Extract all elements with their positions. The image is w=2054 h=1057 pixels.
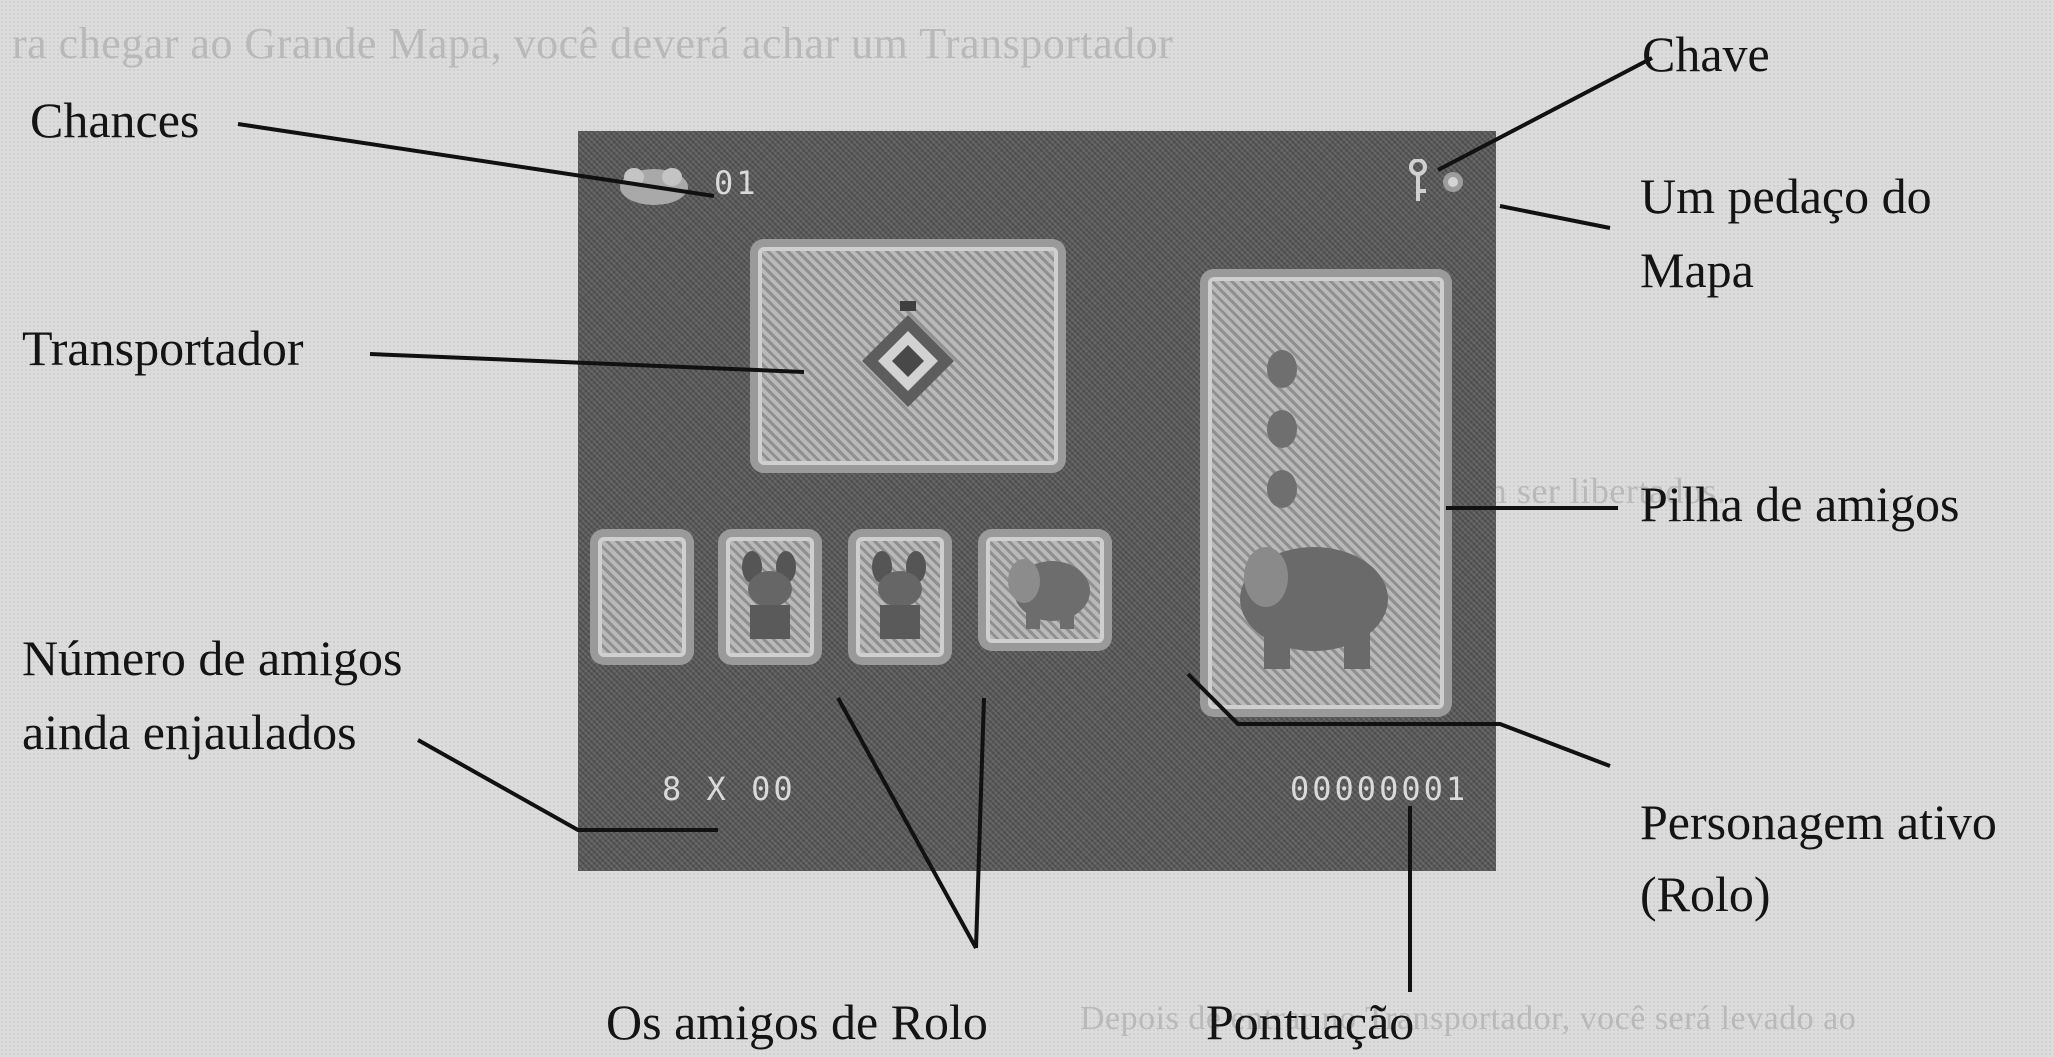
leader-amigos-b [974, 697, 986, 949]
transporter-icon [862, 301, 954, 407]
map-piece-icon [1443, 172, 1463, 192]
chances-value: 01 [714, 164, 759, 202]
label-transportador: Transportador [22, 320, 304, 376]
leader-chave [1437, 56, 1653, 172]
leader-pedaco [1499, 204, 1611, 230]
friend-stack-panel [1200, 269, 1452, 717]
leader-amigos-a [836, 697, 978, 949]
label-pedaco-line1: Um pedaço do [1640, 168, 1932, 224]
label-pedaco-line2: Mapa [1640, 242, 1754, 298]
background-text-1: ra chegar ao Grande Mapa, você deverá ac… [12, 19, 1174, 68]
leader-numero [417, 738, 718, 832]
background-text-2: Depois de entrar no Transportador, você … [1080, 1000, 1857, 1037]
label-personagem-line1: Personagem ativo [1640, 794, 1997, 850]
label-numero-line1: Número de amigos [22, 630, 403, 686]
leader-personagem [1186, 672, 1611, 768]
leader-chances [237, 122, 715, 198]
transporter-panel [750, 239, 1066, 473]
score-value: 00000001 [1290, 770, 1469, 808]
label-personagem-line2: (Rolo) [1640, 866, 1771, 922]
key-icon [1409, 159, 1427, 201]
elephant-icon [1008, 559, 1090, 629]
label-chances: Chances [30, 92, 200, 148]
label-chave: Chave [1642, 26, 1770, 82]
label-numero-line2: ainda enjaulados [22, 704, 357, 760]
label-pontuacao: Pontuação [1206, 994, 1415, 1050]
friend-icon [872, 551, 926, 639]
empty-slot [590, 529, 694, 665]
friend-slot-2 [848, 529, 952, 665]
friend-icon [742, 551, 796, 639]
label-amigos-de-rolo: Os amigos de Rolo [606, 994, 988, 1050]
active-character-slot [978, 529, 1112, 651]
friend-slot-1 [718, 529, 822, 665]
label-pilha: Pilha de amigos [1640, 476, 1960, 532]
caged-friends-count: 8 X 00 [662, 770, 796, 808]
leader-transportador [369, 352, 805, 374]
stack-icon [1240, 350, 1388, 669]
game-screen: 01 [578, 131, 1496, 871]
